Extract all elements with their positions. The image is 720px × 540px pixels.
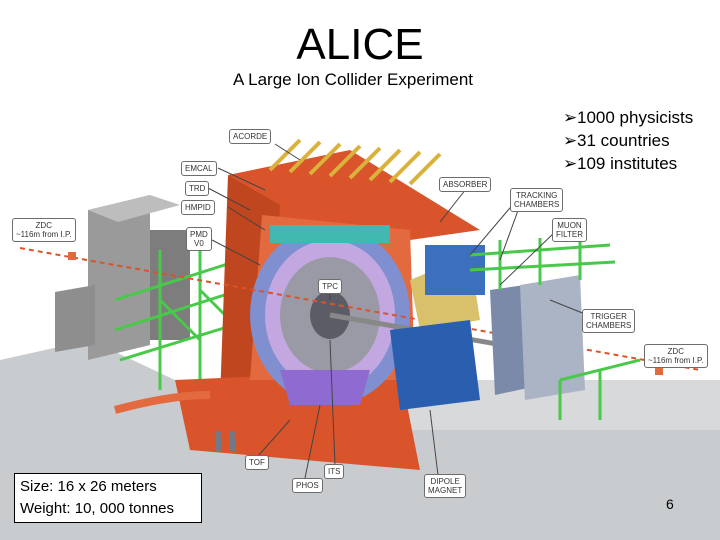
bullet-list: ➢1000 physicists ➢31 countries ➢109 inst… [563, 106, 693, 175]
acorde-array [268, 138, 442, 186]
zdc-marker-right [655, 367, 663, 375]
concrete-block-left-top [88, 195, 180, 222]
bullet-item: ➢109 institutes [563, 152, 693, 175]
label-tof: TOF [245, 455, 269, 470]
label-trd: TRD [185, 181, 210, 196]
slide-title: ALICE [296, 20, 424, 69]
arrow-bullet-icon: ➢ [563, 108, 578, 127]
floor-rail [113, 391, 211, 414]
dipole-magnet [390, 320, 480, 410]
size-spec: Size: 16 x 26 meters [20, 478, 157, 495]
label-zdc-right: ZDC~116m from I.P. [644, 344, 708, 368]
label-emcal: EMCAL [181, 161, 217, 176]
zdc-marker-left [68, 252, 76, 260]
arrow-bullet-icon: ➢ [563, 154, 578, 173]
detector-specs-box: Size: 16 x 26 meters Weight: 10, 000 ton… [14, 473, 202, 523]
label-acorde: ACORDE [229, 129, 272, 144]
slide-subtitle: A Large Ion Collider Experiment [233, 70, 474, 89]
weight-spec: Weight: 10, 000 tonnes [20, 500, 174, 517]
bullet-text: 1000 physicists [577, 108, 694, 127]
beam-pipe [19, 247, 701, 371]
emcal-band [270, 225, 390, 243]
trigger-chambers [520, 275, 585, 400]
bullet-text: 109 institutes [577, 154, 678, 173]
arrow-bullet-icon: ➢ [563, 131, 578, 150]
page-number: 6 [666, 496, 674, 512]
bullet-item: ➢31 countries [563, 129, 693, 152]
bullet-text: 31 countries [577, 131, 670, 150]
label-zdc-left: ZDC~116m from I.P. [12, 218, 76, 242]
concrete-block-left [88, 195, 150, 360]
label-hmpid: HMPID [181, 200, 215, 215]
label-phos: PHOS [292, 478, 323, 493]
person-figures [215, 431, 235, 451]
concrete-block-small [55, 285, 95, 352]
label-absorber: ABSORBER [439, 177, 492, 192]
bullet-item: ➢1000 physicists [563, 106, 693, 129]
label-tpc: TPC [318, 279, 342, 294]
label-its: ITS [324, 464, 345, 479]
phos-module [280, 370, 370, 405]
green-scaffold-right [469, 236, 641, 420]
